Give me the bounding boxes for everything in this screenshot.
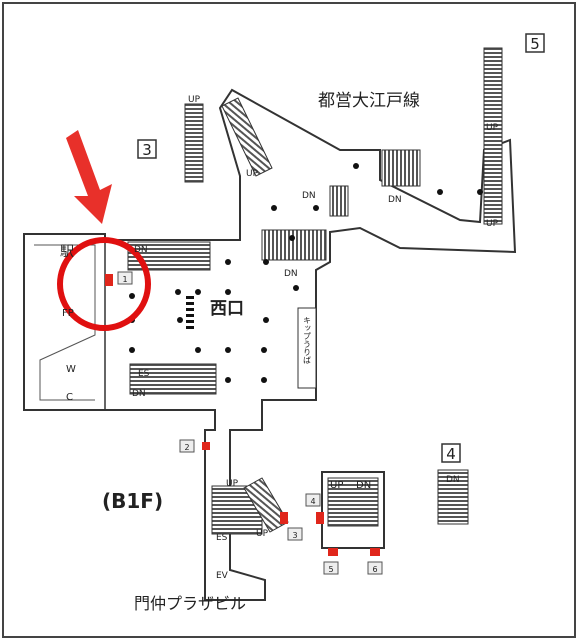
pillar-dots <box>129 163 483 383</box>
ticket-area <box>297 307 317 389</box>
label-dn-2: DN <box>284 269 298 279</box>
kippu-label: キップうりば <box>303 316 312 364</box>
label-up-1: UP <box>188 95 201 105</box>
highlight-circle <box>57 237 151 331</box>
stairs-up-bottom <box>211 485 263 535</box>
floor-label: (B1F) <box>102 489 163 513</box>
exit-4-box <box>441 443 461 463</box>
label-dn-3: DN <box>388 195 402 205</box>
sign-label-2: 2 <box>184 443 189 452</box>
fp-label: FP <box>62 308 74 319</box>
stairs-exit4 <box>437 469 469 525</box>
exit-3-box <box>137 139 157 159</box>
label-up-6: UP <box>256 529 269 539</box>
exit-5-label: 5 <box>530 35 540 53</box>
sign-label-6: 6 <box>372 565 377 574</box>
concourse-outline <box>23 88 517 601</box>
label-dn-6: DN <box>356 480 371 491</box>
label-up-7: UP <box>330 480 343 491</box>
station-word-label: 駅 <box>60 244 74 260</box>
label-es-1: ES <box>138 369 150 379</box>
small-signs <box>117 271 383 575</box>
exit-4-label: 4 <box>446 445 456 463</box>
sign-label-1: 1 <box>122 275 127 284</box>
building-label: 門仲プラザビル <box>134 594 246 613</box>
room-w-label: W <box>66 364 76 375</box>
label-up-3: UP <box>486 123 499 133</box>
label-up-5: UP <box>226 479 239 489</box>
stairs-up-exit5 <box>483 47 503 225</box>
label-up-4: UP <box>486 219 499 229</box>
label-ev: EV <box>216 571 229 581</box>
label-dn-5: DN <box>132 389 146 399</box>
label-dn-7: DN <box>446 475 460 485</box>
sign-label-5: 5 <box>328 565 333 574</box>
label-es-2: ES <box>216 533 228 543</box>
label-up-2: UP <box>246 169 259 179</box>
crosswalk-marks <box>186 296 194 329</box>
sign-label-3: 3 <box>292 531 297 540</box>
stairs-dn-center <box>261 229 327 261</box>
sign-label-4: 4 <box>310 497 315 506</box>
stairs-dn-mid <box>329 185 349 217</box>
stairs-dn-right <box>381 149 421 187</box>
exit6-stairs <box>327 477 379 527</box>
exit-markers <box>105 274 380 556</box>
label-dn-4: DN <box>134 245 148 255</box>
exit-3-label: 3 <box>142 141 152 159</box>
escalator-west <box>129 363 217 395</box>
west-exit-label: 西口 <box>210 299 244 319</box>
red-arrow-icon <box>66 130 112 224</box>
stairs-up-diagonal <box>221 97 273 177</box>
label-dn-1: DN <box>302 191 316 201</box>
stairs-up-top-left <box>184 103 204 183</box>
room-c-label: C <box>66 392 73 403</box>
line-name-label: 都営大江戸線 <box>318 91 420 111</box>
exit-5-box <box>525 33 545 53</box>
